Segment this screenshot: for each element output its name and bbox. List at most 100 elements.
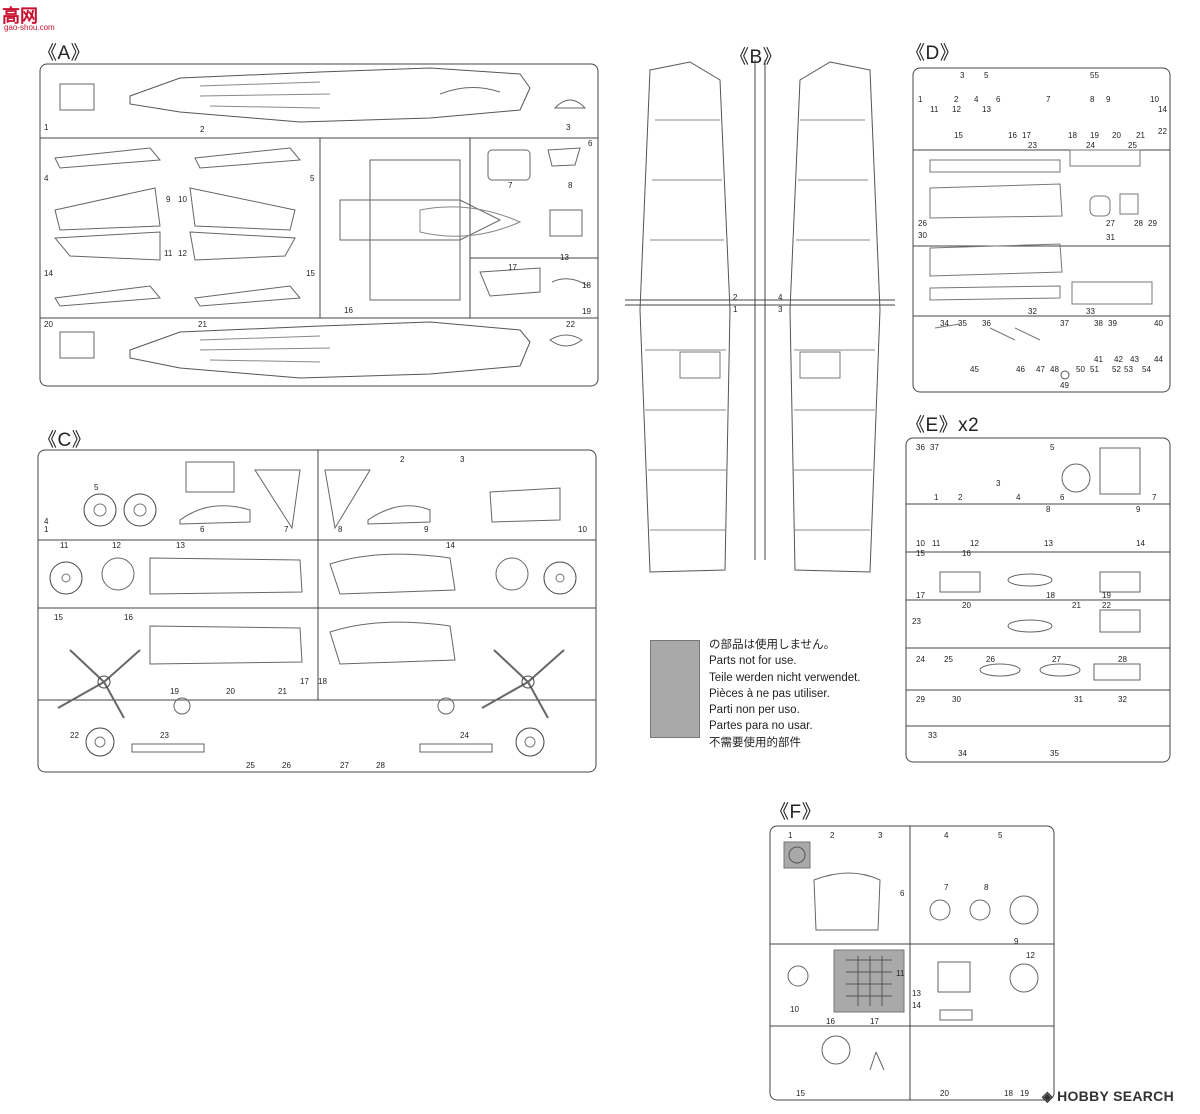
part-number: 4 [974,95,979,104]
watermark-brand: 高网 [2,6,38,27]
part-number: 1 [934,493,939,502]
part-number: 9 [1014,937,1019,946]
part-number: 37 [1060,319,1069,328]
part-number: 7 [1046,95,1051,104]
part-number: 20 [226,687,235,696]
sheet-c-part-numbers: 1 2 3 4 5 6 7 8 9 10 11 12 13 14 15 16 1… [44,455,587,770]
part-number: 14 [446,541,455,550]
part-number: 16 [124,613,133,622]
part-number: 10 [578,525,587,534]
part-number: 3 [878,831,883,840]
unused-parts-swatch [650,640,700,738]
legend-line: Pièces à ne pas utiliser. [709,687,830,700]
part-number: 34 [940,319,949,328]
part-number: 24 [460,731,469,740]
part-number: 17 [870,1017,879,1026]
legend-line: Parts not for use. [709,655,797,668]
part-number: 18 [1004,1089,1013,1098]
part-number: 7 [944,883,949,892]
legend-line: Teile werden nicht verwendet. [709,671,861,684]
footer-brand-name: HOBBY SEARCH [1057,1088,1174,1104]
part-number: 1 [788,831,793,840]
sheet-e-part-numbers: 1 2 3 4 5 6 7 8 9 10 11 12 13 14 15 16 1… [912,443,1157,758]
part-number: 26 [986,655,995,664]
part-number: 8 [984,883,989,892]
part-number: 38 [1094,319,1103,328]
sheet-a-frame: 1 2 3 4 5 6 7 8 9 10 11 12 13 14 15 16 1… [39,63,599,387]
part-number: 46 [1016,365,1025,374]
part-number: 4 [778,293,783,302]
part-number: 6 [900,889,905,898]
sheet-f-part-numbers: 1 2 3 4 5 6 7 8 9 10 11 12 13 14 15 16 1… [788,831,1035,1098]
part-number: 52 [1112,365,1121,374]
part-number: 33 [1086,307,1095,316]
part-number: 6 [996,95,1001,104]
part-number: 27 [1106,219,1115,228]
part-number: 20 [940,1089,949,1098]
part-number: 26 [282,761,291,770]
part-number: 47 [1036,365,1045,374]
part-number: 3 [960,71,965,80]
part-number: 20 [1112,131,1121,140]
part-number: 4 [44,517,49,526]
part-number: 5 [1050,443,1055,452]
part-number: 6 [588,139,593,148]
part-number: 25 [1128,141,1137,150]
part-number: 12 [112,541,121,550]
part-number: 54 [1142,365,1151,374]
sheet-d-label: 《D》 [906,43,960,64]
part-number: 18 [582,281,591,290]
part-number: 26 [918,219,927,228]
part-number: 22 [566,320,575,329]
part-number: 9 [424,525,429,534]
legend-line: 不需要使用的部件 [709,736,801,749]
part-number: 6 [200,525,205,534]
part-number: 4 [944,831,949,840]
part-number: 3 [778,305,783,314]
part-number: 29 [916,695,925,704]
sheet-b-frame: 1 2 3 4 [625,60,895,573]
part-number: 15 [306,269,315,278]
part-number: 18 [318,677,327,686]
part-number: 23 [160,731,169,740]
part-number: 2 [830,831,835,840]
part-number: 35 [1050,749,1059,758]
part-number: 11 [896,969,905,978]
part-number: 16 [826,1017,835,1026]
part-number: 24 [1086,141,1095,150]
sheet-e-label: 《E》x2 [906,415,980,436]
part-number: 3 [566,123,571,132]
part-number: 2 [954,95,959,104]
watermark-site: gao-shou.com [4,23,55,32]
part-number: 43 [1130,355,1139,364]
part-number: 37 [930,443,939,452]
legend-line: の部品は使用しません。 [709,639,836,651]
part-number: 22 [1158,127,1167,136]
part-number: 13 [1044,539,1053,548]
part-number: 9 [1136,505,1141,514]
part-number: 23 [912,617,921,626]
part-number: 36 [982,319,991,328]
part-number: 8 [568,181,573,190]
part-number: 15 [916,549,925,558]
part-number: 19 [1020,1089,1029,1098]
part-number: 11 [932,539,941,548]
part-number: 39 [1108,319,1117,328]
part-number: 4 [1016,493,1021,502]
part-number: 19 [170,687,179,696]
part-number: 2 [400,455,405,464]
part-number: 14 [1158,105,1167,114]
part-number: 1 [44,525,49,534]
part-number: 48 [1050,365,1059,374]
sheet-b-label: 《B》 [730,47,783,68]
part-number: 34 [958,749,967,758]
part-number: 15 [954,131,963,140]
watermark-logo: 高网 gao-shou.com [2,2,76,36]
part-number: 11 [164,249,173,258]
sheet-f-frame: 1 2 3 4 5 6 7 8 9 10 11 12 13 14 15 16 1… [769,825,1055,1101]
part-number: 12 [952,105,961,114]
part-number: 17 [300,677,309,686]
part-number: 13 [176,541,185,550]
sheet-f-label: 《F》 [770,802,822,823]
part-number: 35 [958,319,967,328]
